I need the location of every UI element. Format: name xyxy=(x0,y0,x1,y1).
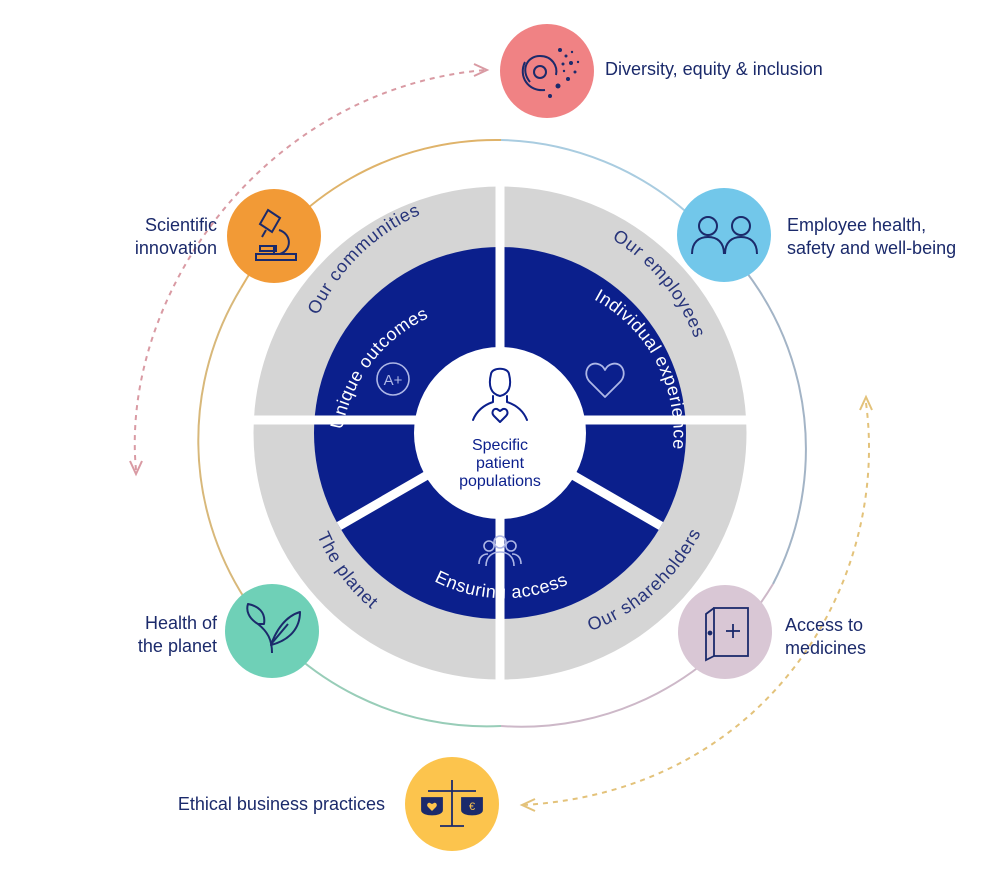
arrow-path-left xyxy=(133,69,486,471)
pillar-label-scientific-innovation: Scientific innovation xyxy=(135,214,217,260)
pillar-label-access-medicines-line-1: Access to xyxy=(785,615,864,635)
svg-text:A+: A+ xyxy=(384,372,403,389)
people-group-icon xyxy=(478,535,522,567)
pillar-label-scientific-innovation-line-1: Scientific xyxy=(144,215,217,235)
ring-arc-blue xyxy=(500,139,694,219)
heart-icon xyxy=(585,362,625,398)
pillar-label-diversity: Diversity, equity & inclusion xyxy=(605,58,823,81)
pillar-label-access-medicines-line-2: medicines xyxy=(785,638,867,658)
arrow-head-bottom xyxy=(519,798,536,812)
pillar-circle-employee-health xyxy=(677,188,771,282)
arrow-head-right xyxy=(859,394,873,411)
pillar-label-scientific-innovation-line-2: innovation xyxy=(134,238,217,258)
pillar-circle-access-medicines xyxy=(678,585,772,679)
center-line-3: populations xyxy=(459,473,541,490)
pillar-label-employee-health-line-2: safety and well-being xyxy=(787,238,957,258)
pillar-label-employee-health: Employee health, safety and well-being xyxy=(787,214,956,260)
center-circle xyxy=(414,347,586,519)
patient-heart-icon xyxy=(472,367,528,423)
dashed-arrows xyxy=(129,63,873,812)
two-people-icon xyxy=(691,216,758,255)
pillar-circle-scientific-innovation xyxy=(227,189,321,283)
scales-icon: € xyxy=(421,780,483,827)
galaxy-icon xyxy=(521,48,580,98)
pillar-label-health-planet-line-1: Health of xyxy=(144,613,217,633)
center-line-1: Specific xyxy=(472,437,528,454)
pillar-label-health-planet: Health of the planet xyxy=(138,612,217,658)
ring-arc-gold xyxy=(197,287,246,600)
pillar-circle-health-planet xyxy=(225,584,319,678)
pillar-label-diversity-line-1: Diversity, equity & inclusion xyxy=(605,59,823,79)
svg-text:€: € xyxy=(469,801,475,813)
pillar-circle-diversity xyxy=(500,24,594,118)
a-plus-icon: A+ xyxy=(376,362,410,396)
center-line-2: patient xyxy=(476,455,525,472)
arrow-head-left xyxy=(129,460,143,477)
leaves-icon xyxy=(246,603,301,654)
pillar-label-health-planet-line-2: the planet xyxy=(137,636,217,656)
pillar-label-ethical-business-line-1: Ethical business practices xyxy=(177,794,385,814)
pillar-label-ethical-business: Ethical business practices xyxy=(178,793,385,816)
arrow-head-top xyxy=(473,63,490,77)
pillar-label-access-medicines: Access to medicines xyxy=(785,614,866,660)
door-plus-icon xyxy=(705,607,749,662)
microscope-icon xyxy=(255,208,297,261)
ring-edge xyxy=(252,185,748,681)
pillar-label-employee-health-line-1: Employee health, xyxy=(787,215,927,235)
